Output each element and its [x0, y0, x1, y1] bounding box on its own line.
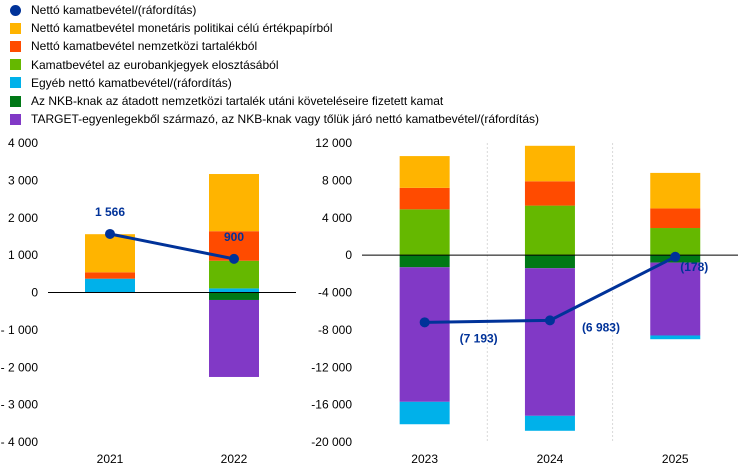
bar-segment: [399, 255, 450, 268]
bar-segment: [650, 208, 701, 229]
bar-segment: [524, 181, 575, 206]
net-interest-point: [419, 317, 430, 328]
y-tick-label: -20 000: [311, 435, 352, 449]
data-label: (7 193): [460, 331, 498, 345]
net-interest-point: [670, 251, 681, 262]
bar-segment: [399, 209, 450, 256]
legend-item: Egyéb nettó kamatbevétel/(ráfordítás): [10, 74, 232, 92]
y-tick-label: -16 000: [311, 398, 352, 412]
x-tick-label: 2021: [97, 452, 124, 466]
y-tick-label: 8 000: [322, 173, 352, 187]
y-tick-label: -8 000: [318, 323, 352, 337]
y-tick-label: -4 000: [318, 286, 352, 300]
bar-segment: [524, 255, 575, 269]
legend-label: Nettó kamatbevétel monetáris politikai c…: [31, 21, 333, 36]
y-tick-label: - 3 000: [1, 398, 39, 412]
y-tick-label: - 2 000: [1, 360, 39, 374]
legend-label: Nettó kamatbevétel/(ráfordítás): [31, 3, 197, 17]
y-tick-label: - 4 000: [1, 435, 39, 449]
data-label: (178): [680, 260, 708, 274]
legend-swatch: [10, 95, 21, 107]
bar-segment: [209, 174, 259, 232]
y-tick-label: 4 000: [8, 136, 38, 150]
legend-label: Nettó kamatbevétel nemzetközi tartalékbó…: [31, 39, 258, 54]
y-tick-label: 2 000: [8, 211, 38, 225]
y-tick-label: 12 000: [315, 136, 352, 150]
bar-segment: [209, 260, 259, 289]
bar-segment: [399, 401, 450, 425]
net-interest-point: [105, 228, 115, 239]
bar-segment: [399, 267, 450, 402]
bar-segment: [399, 156, 450, 188]
y-tick-label: 0: [345, 248, 352, 262]
legend-swatch: [10, 22, 21, 34]
bar-segment: [524, 145, 575, 182]
legend-item: Nettó kamatbevétel nemzetközi tartalékbó…: [10, 37, 257, 55]
bar-segment: [524, 415, 575, 431]
bar-segment: [650, 335, 701, 340]
bar-segment: [209, 299, 259, 377]
net-interest-point: [229, 253, 239, 264]
y-tick-label: 4 000: [322, 211, 352, 225]
bar-segment: [209, 288, 259, 293]
legend-item: Nettó kamatbevétel monetáris politikai c…: [10, 19, 333, 37]
data-label: 1 566: [95, 205, 125, 219]
y-tick-label: -12 000: [311, 360, 352, 374]
x-tick-label: 2023: [411, 452, 438, 466]
chart-legend: Nettó kamatbevétel/(ráfordítás) Nettó kam…: [0, 0, 744, 130]
bar-segment: [85, 234, 135, 273]
legend-label: TARGET-egyenlegekből származó, az NKB-kn…: [31, 112, 540, 127]
bar-segment: [650, 262, 701, 336]
y-tick-label: 1 000: [8, 248, 38, 262]
legend-item: Kamatbevétel az eurobankjegyek elosztásá…: [10, 56, 279, 74]
x-tick-label: 2024: [537, 452, 564, 466]
x-tick-label: 2025: [662, 452, 689, 466]
bar-segment: [524, 268, 575, 416]
legend-item: Nettó kamatbevétel/(ráfordítás): [10, 1, 196, 19]
bar-segment: [209, 292, 259, 300]
x-tick-label: 2022: [221, 452, 248, 466]
bar-segment: [650, 172, 701, 209]
legend-item: Az NKB-knak az átadott nemzetközi tartal…: [10, 92, 443, 110]
legend-label: Egyéb nettó kamatbevétel/(ráfordítás): [31, 75, 232, 90]
legend-label: Kamatbevétel az eurobankjegyek elosztásá…: [31, 57, 279, 72]
bar-segment: [650, 228, 701, 256]
legend-swatch: [10, 113, 21, 125]
legend-swatch: [10, 40, 21, 52]
bar-segment: [85, 278, 135, 293]
bar-segment: [85, 272, 135, 279]
data-label: 900: [224, 230, 244, 244]
net-interest-line: [109, 232, 235, 261]
data-label: (6 983): [582, 320, 620, 334]
bar-segment: [399, 187, 450, 210]
net-interest-point: [544, 315, 555, 326]
legend-line-marker: [10, 4, 21, 16]
legend-label: Az NKB-knak az átadott nemzetközi tartal…: [31, 94, 444, 108]
y-tick-label: 0: [31, 286, 38, 300]
y-tick-label: - 1 000: [1, 323, 39, 337]
y-tick-label: 3 000: [8, 173, 38, 187]
legend-swatch: [10, 59, 21, 71]
legend-swatch: [10, 77, 21, 89]
legend-item: TARGET-egyenlegekből származó, az NKB-kn…: [10, 110, 539, 128]
bar-segment: [524, 205, 575, 256]
